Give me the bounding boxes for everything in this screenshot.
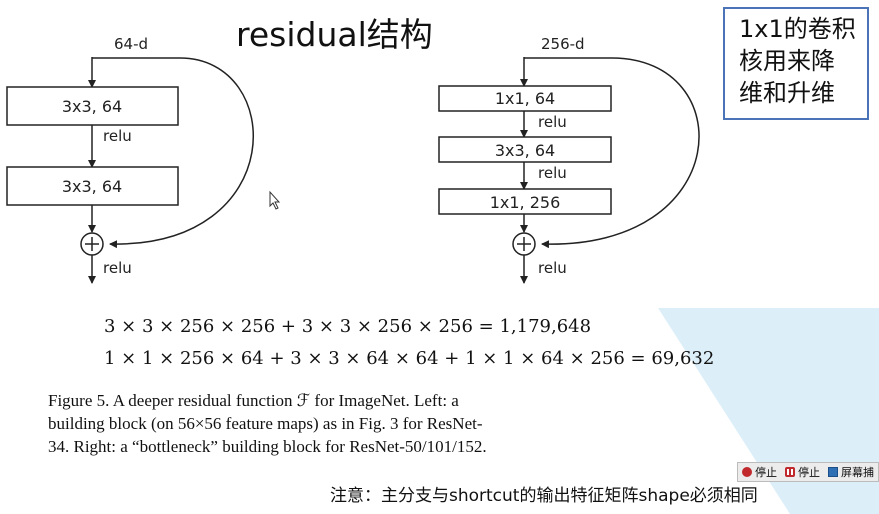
left-relu-label-1: relu [103,127,132,145]
screen-icon [828,467,838,477]
right-input-label: 256-d [541,35,585,53]
left-shortcut-path [92,57,254,249]
screen-capture-label: 屏幕捕 [841,466,874,479]
left-conv-box-1 [6,86,179,126]
stop-icon [742,467,752,477]
left-conv-label-1: 3x3, 64 [62,97,122,116]
left-input-label: 64-d [114,35,148,53]
right-relu-label-2: relu [538,164,567,182]
callout-line: 维和升维 [739,79,835,107]
note-text: 注意：主分支与shortcut的输出特征矩阵shape必须相同 [330,486,758,506]
caption-line: Figure 5. A deeper residual function ℱ f… [48,391,459,410]
left-add-node [80,232,104,256]
pause-button[interactable]: 停止 [781,464,824,480]
right-add-node [512,232,536,256]
callout-line: 核用来降 [739,47,835,75]
right-conv-label-2: 3x3, 64 [495,141,555,160]
screen-capture-button[interactable]: 屏幕捕 [824,464,878,480]
right-conv-label-1: 1x1, 64 [495,89,555,108]
right-relu-label-3: relu [538,259,567,277]
caption-line: building block (on 56×56 feature maps) a… [48,414,483,433]
stop-button-label: 停止 [755,466,777,479]
left-relu-label-2: relu [103,259,132,277]
left-conv-box-2 [6,166,179,206]
pause-icon [785,467,795,477]
figure-caption: Figure 5. A deeper residual function ℱ f… [48,389,588,458]
stop-button[interactable]: 停止 [738,464,781,480]
callout-box: 1x1的卷积 核用来降 维和升维 [723,7,869,120]
recording-toolbar: 停止 停止 屏幕捕 [737,462,879,482]
right-conv-label-3: 1x1, 256 [490,193,561,212]
right-relu-label-1: relu [538,113,567,131]
left-building-block: 64-d 3x3, 64 relu 3x3, 64 relu [6,35,254,284]
slide-title: residual结构 [236,15,433,54]
right-conv-box-3 [438,188,612,215]
left-conv-label-2: 3x3, 64 [62,177,122,196]
right-conv-box-1 [438,85,612,112]
right-bottleneck-block: 256-d 1x1, 64 relu 3x3, 64 relu 1x1, 256… [438,35,700,284]
formula-bottleneck: 1 × 1 × 256 × 64 + 3 × 3 × 64 × 64 + 1 ×… [104,348,715,369]
callout-line: 1x1的卷积 [739,15,856,43]
right-shortcut-path [524,57,700,249]
formula-plain: 3 × 3 × 256 × 256 + 3 × 3 × 256 × 256 = … [104,316,592,337]
caption-line: 34. Right: a “bottleneck” building block… [48,437,487,456]
mouse-cursor-icon [269,190,281,210]
pause-button-label: 停止 [798,466,820,479]
right-conv-box-2 [438,136,612,163]
